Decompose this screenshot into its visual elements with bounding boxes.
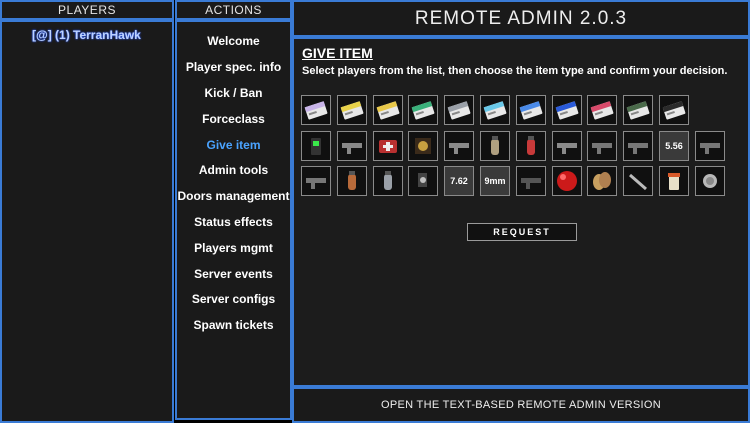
action-players-mgmt[interactable]: Players mgmt	[194, 241, 273, 255]
item-slot[interactable]	[301, 95, 331, 125]
ammo-label: 7.62	[445, 167, 473, 195]
item-slot[interactable]	[480, 131, 510, 161]
text-based-ra-button[interactable]: OPEN THE TEXT-BASED REMOTE ADMIN VERSION	[292, 387, 750, 423]
item-slot[interactable]	[695, 166, 725, 196]
ammo-slot[interactable]: 7.62	[444, 166, 474, 196]
item-slot[interactable]	[444, 131, 474, 161]
item-slot[interactable]	[301, 131, 331, 161]
item-slot[interactable]	[695, 131, 725, 161]
item-slot[interactable]	[337, 131, 367, 161]
item-slot[interactable]	[587, 95, 617, 125]
actions-header: ACTIONS	[175, 0, 292, 20]
action-player-spec-info[interactable]: Player spec. info	[185, 60, 282, 74]
players-header-label: PLAYERS	[58, 3, 116, 17]
item-slot[interactable]	[301, 166, 331, 196]
actions-header-label: ACTIONS	[205, 3, 262, 17]
app-title: REMOTE ADMIN 2.0.3	[414, 8, 628, 29]
action-give-item[interactable]: Give item	[206, 138, 261, 152]
item-slot[interactable]	[659, 166, 689, 196]
ammo-label: 5.56	[660, 132, 688, 160]
footer-label: OPEN THE TEXT-BASED REMOTE ADMIN VERSION	[381, 399, 661, 411]
title-bar: REMOTE ADMIN 2.0.3	[292, 0, 750, 37]
item-slot[interactable]	[373, 131, 403, 161]
item-slot[interactable]	[552, 131, 582, 161]
item-slot[interactable]	[408, 95, 438, 125]
action-doors-management[interactable]: Doors management	[177, 189, 290, 203]
give-item-heading: GIVE ITEM	[302, 45, 373, 61]
action-admin-tools[interactable]: Admin tools	[198, 163, 269, 177]
item-slot[interactable]	[659, 95, 689, 125]
item-slot[interactable]	[623, 166, 653, 196]
ammo-label: 9mm	[481, 167, 509, 195]
request-button[interactable]: REQUEST	[467, 223, 577, 241]
item-slot[interactable]	[516, 166, 546, 196]
item-slot[interactable]	[516, 131, 546, 161]
players-header: PLAYERS	[0, 0, 174, 20]
players-list: [@] (1) TerranHawk	[0, 20, 174, 423]
action-server-configs[interactable]: Server configs	[191, 292, 276, 306]
give-item-panel: GIVE ITEM Select players from the list, …	[292, 37, 750, 387]
item-slot[interactable]	[552, 95, 582, 125]
item-slot[interactable]	[587, 166, 617, 196]
item-slot[interactable]	[337, 95, 367, 125]
item-slot[interactable]	[373, 166, 403, 196]
give-item-description: Select players from the list, then choos…	[302, 65, 728, 77]
item-slot[interactable]	[444, 95, 474, 125]
action-server-events[interactable]: Server events	[194, 267, 273, 281]
action-status-effects[interactable]: Status effects	[194, 215, 273, 229]
item-slot[interactable]	[373, 95, 403, 125]
item-slot[interactable]	[516, 95, 546, 125]
action-forceclass[interactable]: Forceclass	[202, 112, 265, 126]
action-welcome[interactable]: Welcome	[207, 34, 260, 48]
ammo-slot[interactable]: 5.56	[659, 131, 689, 161]
item-slot[interactable]	[623, 131, 653, 161]
item-slot[interactable]	[623, 95, 653, 125]
item-slot[interactable]	[480, 95, 510, 125]
item-slot[interactable]	[552, 166, 582, 196]
action-kick-ban[interactable]: Kick / Ban	[204, 86, 263, 100]
item-slot[interactable]	[408, 131, 438, 161]
item-slot[interactable]	[337, 166, 367, 196]
actions-list: Welcome Player spec. info Kick / Ban For…	[175, 20, 292, 420]
player-entry[interactable]: [@] (1) TerranHawk	[32, 28, 141, 42]
action-spawn-tickets[interactable]: Spawn tickets	[193, 318, 274, 332]
item-slot[interactable]	[587, 131, 617, 161]
item-slot[interactable]	[408, 166, 438, 196]
ammo-slot[interactable]: 9mm	[480, 166, 510, 196]
